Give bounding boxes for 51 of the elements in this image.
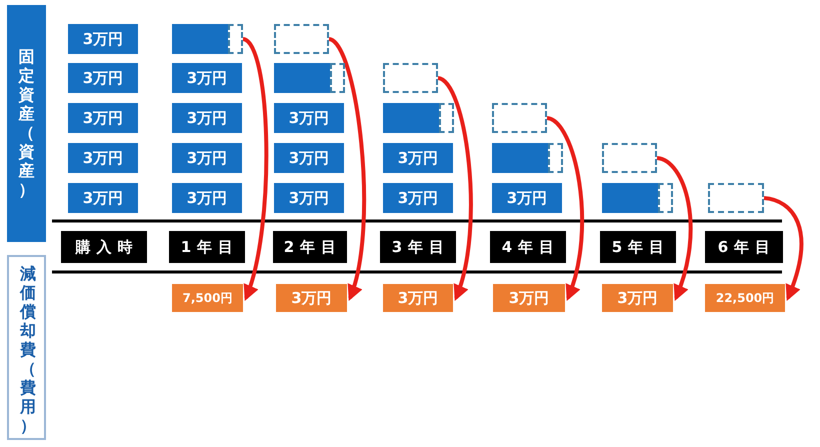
year-label: 4年目 — [490, 231, 566, 263]
asset-block: 3万円 — [68, 103, 138, 133]
dashed-outline — [274, 24, 329, 54]
year-label: 1年目 — [169, 231, 245, 263]
partial-asset-block — [172, 24, 228, 54]
partial-asset-block — [383, 103, 439, 133]
partial-asset-block — [492, 143, 548, 173]
curved-arrow — [656, 156, 693, 301]
expense-amount: 3万円 — [276, 284, 347, 312]
asset-block: 3万円 — [274, 103, 344, 133]
curved-arrow — [328, 37, 366, 302]
dashed-remainder-outline — [228, 24, 243, 54]
asset-block: 3万円 — [68, 143, 138, 173]
dashed-remainder-outline — [658, 183, 673, 213]
curved-arrow — [242, 37, 268, 302]
dashed-remainder-outline — [439, 103, 454, 133]
dashed-outline — [708, 183, 764, 213]
curved-arrow — [764, 196, 804, 301]
dashed-outline — [602, 143, 657, 173]
asset-block: 3万円 — [492, 183, 562, 213]
asset-block: 3万円 — [383, 143, 453, 173]
asset-block: 3万円 — [172, 143, 242, 173]
asset-block: 3万円 — [68, 24, 138, 54]
asset-block: 3万円 — [274, 183, 344, 213]
dashed-remainder-outline — [330, 63, 345, 93]
year-label: 6年目 — [705, 231, 783, 263]
asset-block: 3万円 — [68, 63, 138, 93]
asset-block: 3万円 — [172, 63, 242, 93]
expense-amount: 3万円 — [383, 284, 453, 312]
dashed-outline — [383, 63, 438, 93]
expense-amount: 3万円 — [493, 284, 565, 312]
year-label: 5年目 — [600, 231, 676, 263]
partial-asset-block — [602, 183, 658, 213]
category-band: 固定資産（資産） — [7, 5, 46, 242]
asset-block: 3万円 — [274, 143, 344, 173]
asset-block: 3万円 — [383, 183, 453, 213]
dashed-remainder-outline — [548, 143, 563, 173]
year-label: 2年目 — [273, 231, 347, 263]
category-band: 減価償却費（費用） — [7, 255, 46, 440]
asset-block: 3万円 — [172, 103, 242, 133]
partial-asset-block — [274, 63, 330, 93]
asset-block: 3万円 — [68, 183, 138, 213]
expense-amount: 7,500円 — [172, 284, 243, 312]
expense-amount: 22,500円 — [705, 284, 785, 312]
year-label: 購入時 — [61, 231, 147, 263]
asset-block: 3万円 — [172, 183, 242, 213]
year-label: 3年目 — [380, 231, 456, 263]
curved-arrow — [546, 116, 584, 302]
dashed-outline — [492, 103, 547, 133]
expense-amount: 3万円 — [602, 284, 673, 312]
curved-arrow — [437, 76, 473, 302]
